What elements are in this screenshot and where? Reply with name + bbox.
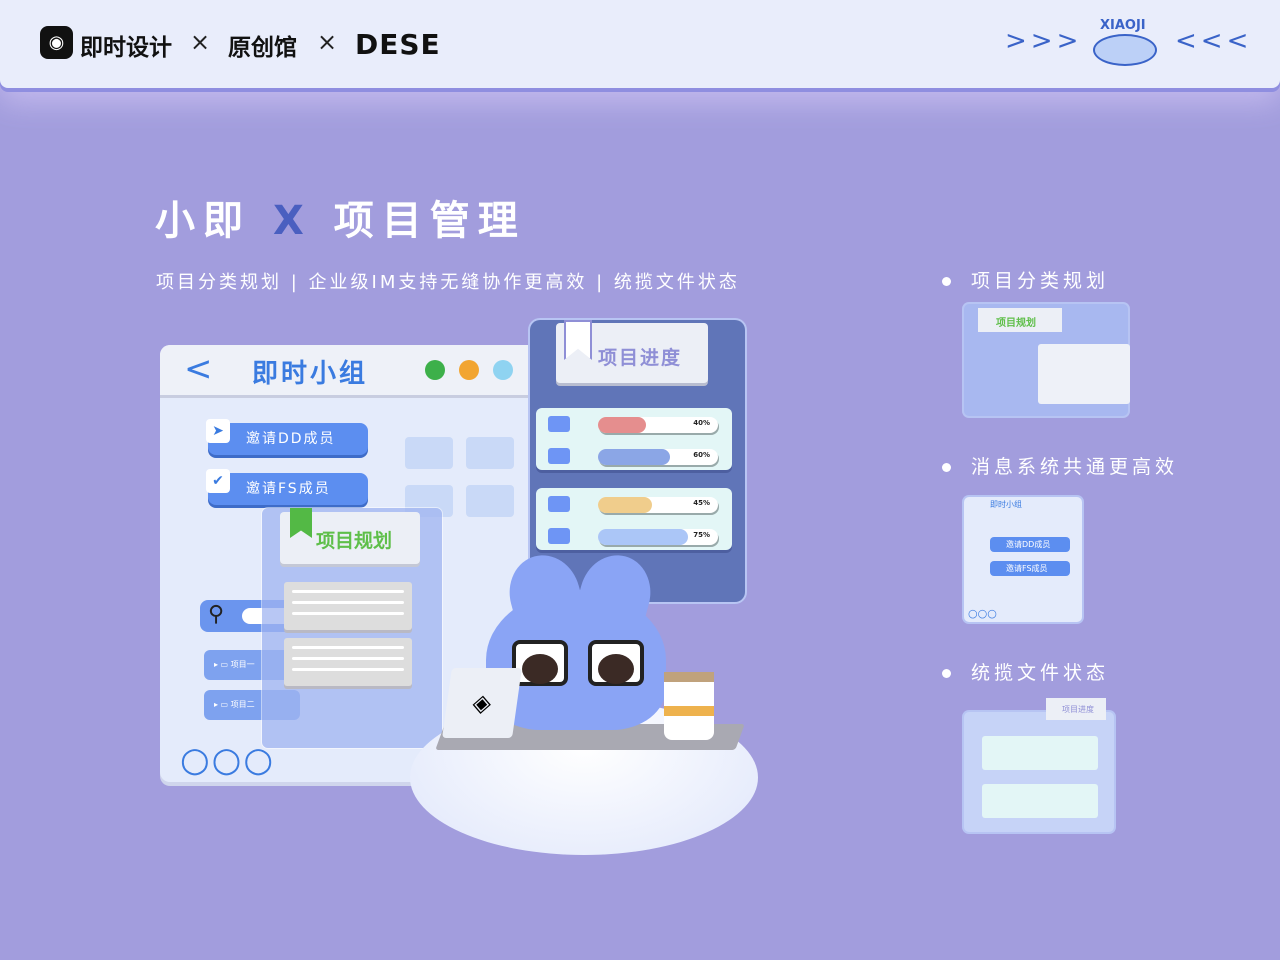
brand-yuanchuang: 原创馆 [228,35,297,61]
progress-group: 45% 75% [536,488,732,550]
separator: × [190,28,211,56]
subtitle: 项目分类规划 | 企业级IM支持无缝协作更高效 | 统揽文件状态 [156,272,740,293]
plan-card[interactable] [284,638,412,686]
window-title: 即时小组 [252,359,369,389]
folder-icon[interactable] [466,485,514,517]
thumb-title: 即时小组 [990,500,1022,509]
progress-label: 75% [693,531,710,539]
thumb-invite-dd: 邀请DD成员 [990,537,1070,552]
coffee-cup-icon [664,672,714,740]
thumb-progress-group [982,784,1098,818]
progress-fill [598,529,688,545]
dingtalk-icon: ➤ [206,419,230,443]
feishu-icon: ✔ [206,469,230,493]
status-circles-icon: ○○○ [968,607,997,620]
page-title: 小即 X 项目管理 [155,188,526,246]
title-part: 小即 [155,198,251,244]
progress-row: 45% [536,494,732,518]
glasses-eye [512,640,568,686]
brand-jishi: 即时设计 [80,35,172,61]
progress-label: 45% [693,499,710,507]
progress-panel: 项目进度 40% 60% 45% 75% [530,320,745,602]
feature-label: 项目分类规划 [942,266,1109,293]
thumb-progress-group [982,736,1098,770]
folder-icon[interactable] [548,448,570,464]
feature-thumb-plan: 项目规划 [964,304,1130,416]
progress-fill [598,449,670,465]
title-part: 项目管理 [333,198,526,244]
progress-bar: 45% [598,497,718,513]
progress-group: 40% 60% [536,408,732,470]
folder-icon[interactable] [548,528,570,544]
invite-dd-button[interactable]: 邀请DD成员 [208,423,368,455]
search-icon: ⚲ [208,602,225,627]
feature-label: 统揽文件状态 [942,658,1109,685]
window-titlebar: < 即时小组 [160,345,560,395]
thumb-title: 项目规划 [978,308,1062,332]
feature-thumb-progress: 项目进度 [964,698,1114,832]
folder-icon[interactable] [548,416,570,432]
tree-item-label: 项目二 [230,700,255,709]
folder-icon[interactable] [405,437,453,469]
folder-icon[interactable] [466,437,514,469]
thumb-title: 项目进度 [1046,698,1106,720]
separator: × [317,28,338,56]
arrows-left-icon: <<< [1175,26,1253,56]
progress-bar: 75% [598,529,718,545]
avatar[interactable] [425,360,445,380]
progress-row: 75% [536,526,732,550]
progress-label: 60% [693,451,710,459]
thumb-invite-fs: 邀请FS成员 [990,561,1070,576]
glasses-eye [588,640,644,686]
header-bar: ◉ 即时设计 × 原创馆 × DESE >>> XIAOJI <<< [0,0,1280,88]
arrows-right-icon: >>> [1005,26,1083,56]
status-circles-icon: ○○○ [180,740,276,780]
invite-dd-label: 邀请DD成员 [246,431,336,447]
mascot-label: XIAOJI [1100,18,1146,33]
title-x: X [272,198,312,244]
avatar[interactable] [493,360,513,380]
avatar[interactable] [459,360,479,380]
jishi-logo-icon: ◉ [40,26,73,59]
invite-fs-button[interactable]: 邀请FS成员 [208,473,368,505]
bookmark-icon [290,508,312,538]
progress-bar: 40% [598,417,718,433]
feature-label: 消息系统共通更高效 [942,452,1178,479]
chevron-left-icon[interactable]: < [184,349,213,389]
invite-fs-label: 邀请FS成员 [246,481,331,497]
plan-card[interactable] [284,582,412,630]
progress-row: 40% [536,414,732,438]
laptop-logo-icon: ◈ [442,668,522,738]
brand-dese: DESE [355,28,441,61]
feature-thumb-chat: 即时小组 邀请DD成员 邀请FS成员 ○○○ [964,497,1082,622]
plan-panel: 项目规划 [262,508,442,748]
progress-fill [598,497,652,513]
folder-icon[interactable] [548,496,570,512]
progress-bar: 60% [598,449,718,465]
progress-fill [598,417,646,433]
progress-label: 40% [693,419,710,427]
xiaoji-logo-icon [1093,34,1157,66]
progress-row: 60% [536,446,732,470]
thumb-search-panel [1038,344,1130,404]
tree-item-label: 项目一 [230,660,255,669]
